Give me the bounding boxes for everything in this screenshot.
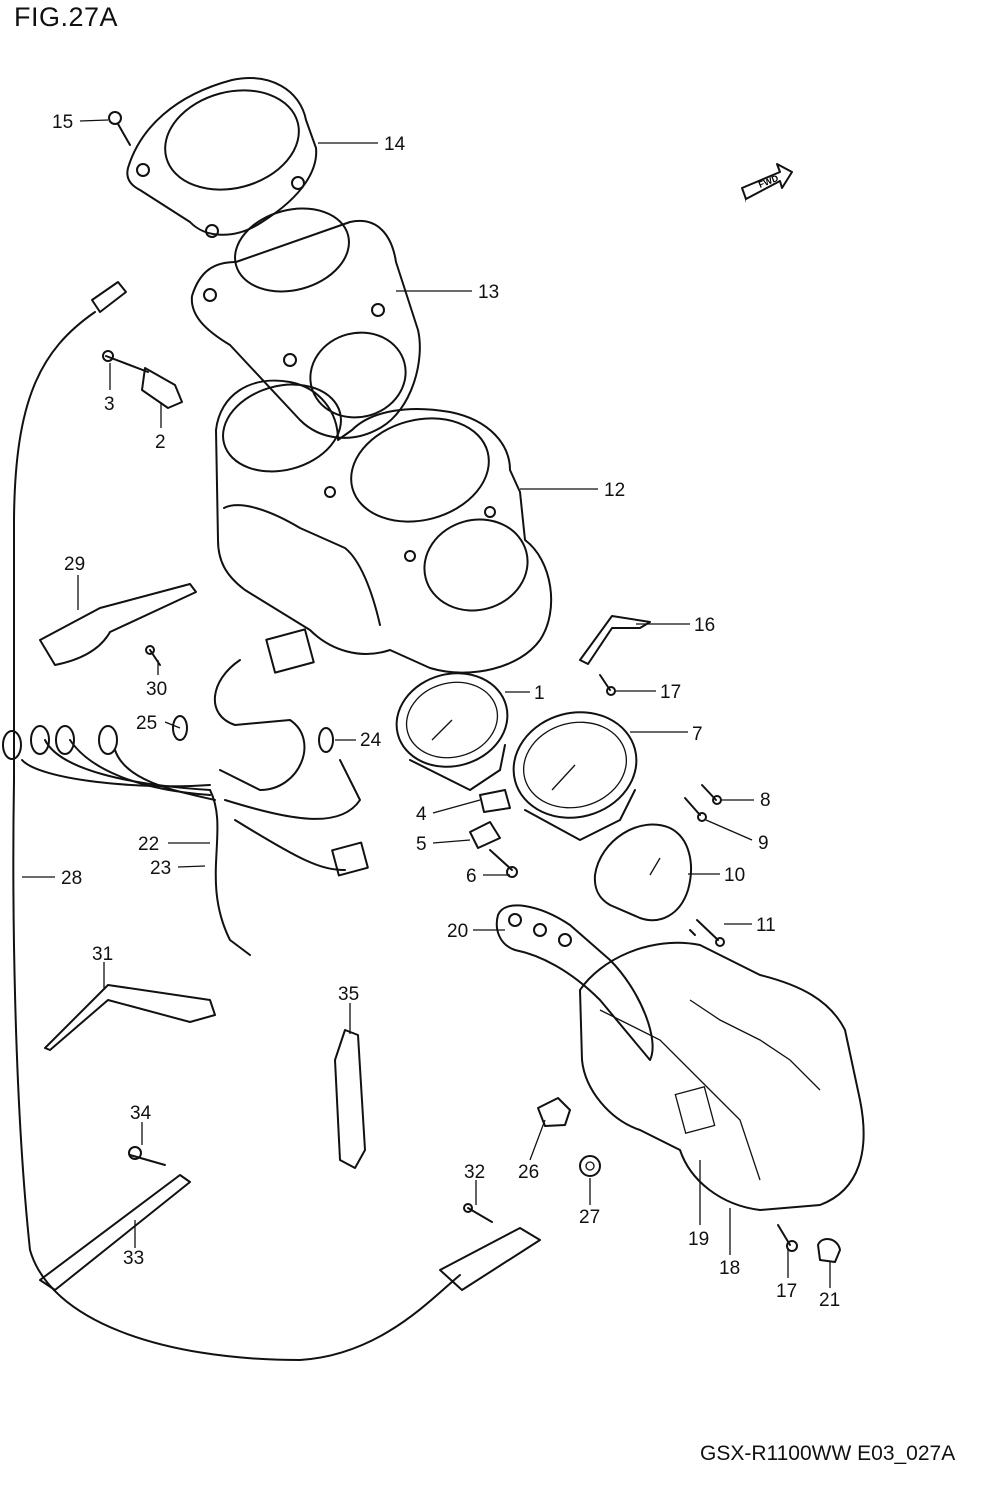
callout-12: 12	[604, 480, 625, 501]
callout-11: 11	[756, 915, 776, 936]
part-2-3-fittings	[102, 350, 183, 409]
callout-2: 2	[155, 432, 166, 453]
figure-footer-code: GSX-R1100WW E03_027A	[700, 1442, 956, 1465]
callout-5: 5	[416, 834, 427, 855]
callout-6: 6	[466, 866, 477, 887]
part-29-clamp	[39, 583, 197, 666]
part-16-bracket	[579, 615, 651, 665]
cable-end-top	[91, 281, 127, 313]
callout-29: 29	[64, 554, 85, 575]
callout-21: 21	[819, 1290, 840, 1311]
part-10-gauge	[593, 823, 692, 922]
callout-9: 9	[758, 833, 769, 854]
part-35-strap	[334, 1029, 366, 1169]
wiring-harness	[2, 628, 369, 956]
cable-end-bottom	[439, 1227, 541, 1291]
callout-4: 4	[416, 804, 427, 825]
callout-13: 13	[478, 282, 499, 303]
part-31-clip	[44, 984, 216, 1051]
callout-labels: 15 14 13 3 2 12 29 16 30 17 1 25 24 7 8 …	[52, 112, 840, 1311]
callout-26: 26	[518, 1162, 539, 1183]
callout-7: 7	[692, 724, 703, 745]
callout-14: 14	[384, 134, 406, 155]
hardware-fasteners	[108, 111, 841, 1263]
callout-23: 23	[150, 858, 171, 879]
part-1-tachometer	[395, 672, 509, 791]
leader-lines	[22, 119, 831, 1288]
part-7-speedometer	[512, 711, 638, 841]
callout-22: 22	[138, 834, 159, 855]
callout-3: 3	[104, 394, 115, 415]
callout-27: 27	[579, 1207, 600, 1228]
part-28-cable	[12, 311, 461, 1361]
callout-24: 24	[360, 730, 382, 751]
callout-17: 17	[660, 682, 681, 703]
part-18-lower-case	[579, 941, 865, 1211]
callout-31: 31	[92, 944, 113, 965]
callout-33: 33	[123, 1248, 144, 1269]
part-12-meter-case	[215, 379, 553, 674]
callout-15: 15	[52, 112, 73, 133]
callout-1: 1	[534, 683, 545, 704]
fwd-arrow: FWD	[741, 163, 793, 203]
callout-17-lower: 17	[776, 1281, 797, 1302]
callout-19: 19	[688, 1229, 709, 1250]
callout-16: 16	[694, 615, 715, 636]
callout-25: 25	[136, 713, 157, 734]
callout-35: 35	[338, 984, 359, 1005]
callout-34: 34	[130, 1103, 152, 1124]
figure-title: FIG.27A	[14, 2, 119, 32]
part-33-34-clamp	[39, 1146, 191, 1291]
callout-30: 30	[146, 679, 167, 700]
callout-32: 32	[464, 1162, 485, 1183]
callout-10: 10	[724, 865, 745, 886]
part-20-plate	[495, 904, 654, 1061]
callout-28: 28	[61, 868, 82, 889]
part-13-middle-bracket	[190, 219, 421, 439]
callout-18: 18	[719, 1258, 740, 1279]
part-14-upper-bracket	[126, 77, 350, 293]
callout-8: 8	[760, 790, 771, 811]
callout-20: 20	[447, 921, 468, 942]
